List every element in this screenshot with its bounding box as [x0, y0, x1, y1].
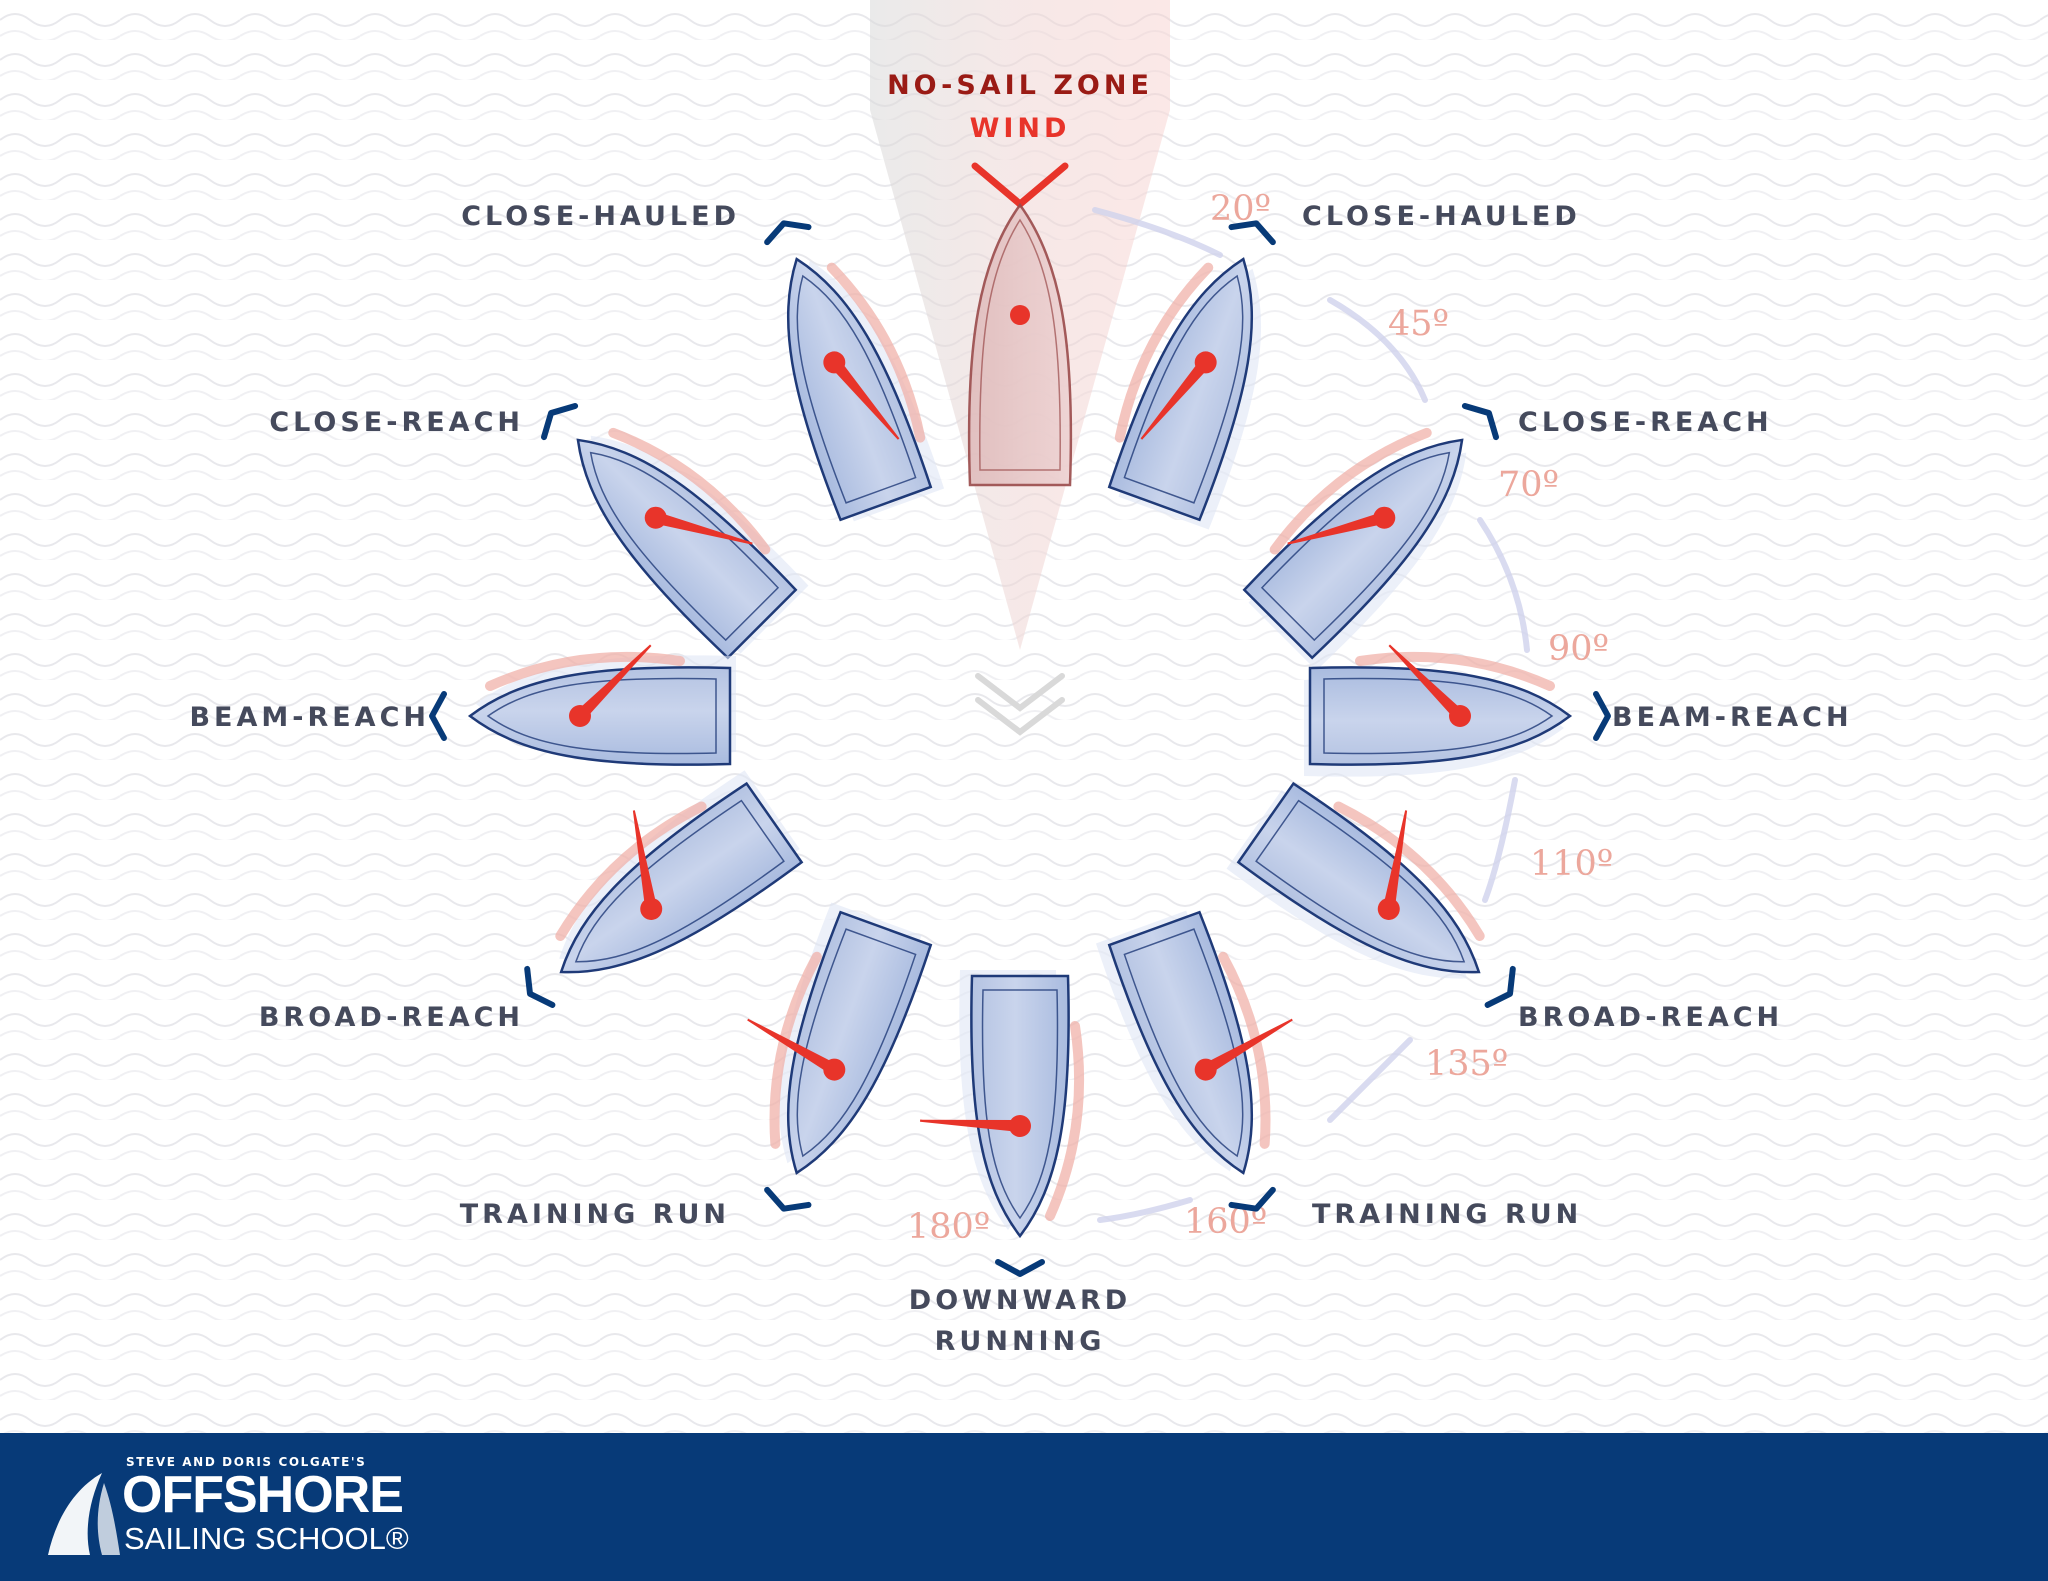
sail-shadow [608, 427, 771, 555]
sail-shadow [1333, 801, 1485, 941]
degree-arc [1092, 207, 1530, 1223]
mast [640, 897, 663, 920]
bow-marker-icon [764, 1186, 812, 1212]
wind-label: WIND [970, 113, 1071, 144]
bow-marker-icon [524, 965, 556, 1008]
bow-marker-icon [1228, 220, 1276, 246]
mast [1194, 1058, 1217, 1081]
boat-close-reach-left [540, 402, 809, 660]
bow-marker-icon [995, 1259, 1045, 1277]
label-close-reach-left: CLOSE-REACH [269, 407, 524, 438]
sail-shadow [769, 951, 822, 1149]
degree-20: 20º [1210, 189, 1271, 229]
degree-110: 110º [1530, 844, 1613, 884]
sail-shadow [826, 262, 926, 443]
logo-subtitle: SAILING SCHOOL® [124, 1521, 409, 1556]
no-sail-zone-label: NO-SAIL ZONE [887, 70, 1153, 101]
bow-marker-icon [764, 220, 812, 246]
sail-shadow [1218, 951, 1271, 1149]
boats-group [429, 220, 1611, 1277]
logo-small-text: STEVE AND DORIS COLGATE'S [126, 1455, 367, 1469]
label-training-run-right: TRAINING RUN [1312, 1199, 1582, 1230]
mast [823, 351, 846, 374]
label-beam-reach-right: BEAM-REACH [1612, 702, 1853, 733]
wind-chevron-icon [975, 697, 1065, 736]
label-broad-reach-left: BROAD-REACH [259, 1002, 524, 1033]
boat-beam-reach-left [429, 644, 736, 766]
degree-135: 135º [1425, 1044, 1508, 1084]
label-downward-running-2: RUNNING [935, 1326, 1106, 1357]
boat-broad-reach-right [1226, 781, 1516, 1008]
label-beam-reach-left: BEAM-REACH [189, 702, 430, 733]
sail-shadow [1045, 1021, 1085, 1221]
sail-shadow [1114, 262, 1214, 443]
bow-marker-icon [1461, 402, 1500, 441]
sail-shadow [1269, 427, 1432, 555]
bow-marker-icon [1484, 965, 1516, 1008]
bow-marker-icon [429, 691, 447, 741]
label-broad-reach-right: BROAD-REACH [1518, 1002, 1783, 1033]
boat-training-run-left [747, 902, 933, 1212]
label-close-reach-right: CLOSE-REACH [1518, 407, 1773, 438]
boat-broad-reach-left [524, 770, 804, 1008]
label-close-hauled-right: CLOSE-HAULED [1302, 201, 1581, 232]
degree-180: 180º [907, 1207, 990, 1247]
mast [1377, 897, 1400, 920]
label-training-run-left: TRAINING RUN [460, 1199, 730, 1230]
mast [1373, 506, 1396, 529]
mast [1449, 705, 1471, 727]
in-irons-boat [967, 202, 1073, 487]
sail-shadow [1355, 651, 1555, 691]
footer-bar: STEVE AND DORIS COLGATE'S OFFSHORE SAILI… [0, 1433, 2048, 1581]
sail-shadow [485, 651, 685, 691]
bow-marker-icon [540, 402, 579, 441]
bow-marker-icon [1593, 691, 1611, 741]
boat-downward-running [920, 970, 1085, 1277]
mast [644, 506, 667, 529]
boat-beam-reach-right [1304, 644, 1611, 777]
label-downward-running-1: DOWNWARD [909, 1285, 1131, 1316]
degree-90: 90º [1548, 629, 1609, 669]
sail-shadow [555, 801, 707, 941]
label-close-hauled-left: CLOSE-HAULED [461, 201, 740, 232]
points-of-sail-diagram: NO-SAIL ZONE WIND 20º 45º 70º 90º 110º 1… [0, 0, 2048, 1433]
mast [823, 1058, 846, 1081]
degree-70: 70º [1498, 465, 1559, 505]
boat-close-hauled-right [1107, 220, 1276, 530]
sail-logo-icon [48, 1473, 120, 1555]
offshore-sailing-school-logo[interactable]: STEVE AND DORIS COLGATE'S OFFSHORE SAILI… [44, 1455, 424, 1565]
logo-title: OFFSHORE [122, 1466, 404, 1524]
boat-training-run-right [1095, 910, 1293, 1212]
boat-close-reach-right [1242, 402, 1500, 671]
degree-45: 45º [1388, 304, 1449, 344]
boat-close-hauled-left [764, 220, 945, 522]
mast [1194, 351, 1217, 374]
mast [1009, 1115, 1031, 1137]
mast [569, 705, 591, 727]
wind-chevron-icon [975, 673, 1065, 712]
bow-marker-icon [1228, 1186, 1276, 1212]
